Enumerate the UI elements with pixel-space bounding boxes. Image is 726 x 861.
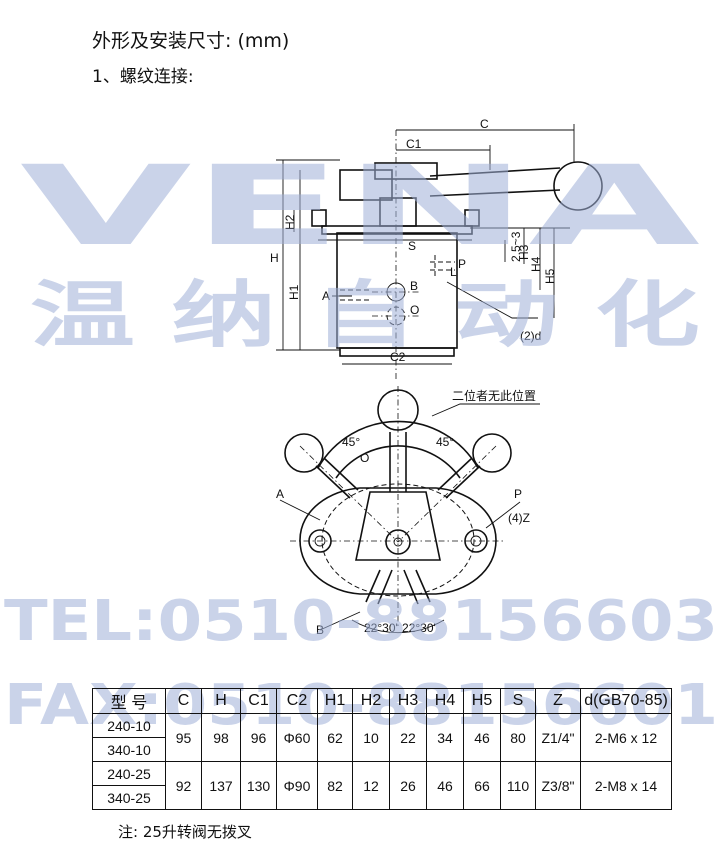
table-row: 240-10 95 98 96 Φ60 62 10 22 34 46 80 Z1… bbox=[92, 713, 672, 762]
label-range: 2.5~3 bbox=[509, 231, 523, 262]
watermark: VENA 温 纳 自 动 化 TEL:0510-88156603 FAX:051… bbox=[4, 142, 718, 738]
label-angle-left: 45° bbox=[342, 435, 360, 449]
header-s: S bbox=[500, 688, 536, 714]
label-h2: H2 bbox=[283, 214, 297, 230]
label-a: A bbox=[322, 289, 330, 303]
page-title: 外形及安装尺寸: (mm) bbox=[92, 30, 290, 52]
label-angle-br: 22°30' bbox=[402, 621, 436, 635]
side-view: C C1 H H1 H2 S C2 2.5~3 H3 H4 H5 L P A B… bbox=[270, 117, 603, 382]
label-callout: 二位者无此位置 bbox=[452, 388, 536, 403]
leader-b-top bbox=[319, 611, 361, 631]
label-h1: H1 bbox=[287, 284, 301, 300]
table-row: 240-25 92 137 130 Φ90 82 12 26 46 66 110… bbox=[92, 761, 672, 810]
watermark-brand: VENA bbox=[20, 142, 700, 270]
header-h4: H4 bbox=[426, 688, 464, 714]
leader-d bbox=[446, 281, 538, 319]
watermark-tel: TEL:0510-88156603 bbox=[4, 589, 718, 654]
label-h3: H3 bbox=[517, 244, 531, 260]
header-model: 型 号 bbox=[92, 688, 166, 714]
header-h1: H1 bbox=[317, 688, 353, 714]
model-cell: 240-25 bbox=[92, 761, 166, 786]
leader-callout bbox=[431, 403, 540, 417]
dim-c-line bbox=[396, 124, 575, 162]
label-angle-bl: 22°30' bbox=[364, 621, 398, 635]
dim-c1-line bbox=[396, 145, 491, 170]
bottom-handles bbox=[365, 569, 431, 605]
model-cell: 340-10 bbox=[92, 737, 166, 762]
model-cell: 340-25 bbox=[92, 785, 166, 810]
handle-arm bbox=[429, 167, 561, 197]
table-row: 340-10 bbox=[92, 737, 672, 762]
table-row: 340-25 bbox=[92, 785, 672, 810]
mount-hole-right bbox=[464, 529, 488, 553]
handle-knob bbox=[553, 161, 603, 211]
leader-a-top bbox=[279, 499, 321, 521]
handle-knob-right bbox=[472, 433, 512, 473]
lever-body bbox=[355, 491, 441, 561]
label-d: (2)d bbox=[520, 329, 541, 343]
label-a-top: A bbox=[276, 487, 284, 501]
label-b-top: B bbox=[316, 623, 324, 637]
label-h: H bbox=[270, 251, 279, 265]
dim-h-line bbox=[276, 159, 340, 351]
label-c2: C2 bbox=[390, 350, 406, 364]
label-c1: C1 bbox=[406, 137, 422, 151]
flange-body bbox=[299, 487, 497, 595]
label-o: O bbox=[410, 303, 419, 317]
leader-z bbox=[485, 501, 521, 529]
bolt-left bbox=[311, 209, 327, 227]
bolt-right bbox=[464, 209, 480, 227]
handle-knob-left bbox=[284, 433, 324, 473]
spec-table: 型 号 C H C1 C2 H1 H2 H3 H4 H5 S Z d(GB70-… bbox=[92, 688, 672, 810]
label-b: B bbox=[410, 279, 418, 293]
header-h5: H5 bbox=[463, 688, 501, 714]
header-d: d(GB70-85) bbox=[580, 688, 672, 714]
fork bbox=[339, 169, 393, 201]
label-p: P bbox=[458, 257, 466, 271]
header-h2: H2 bbox=[352, 688, 390, 714]
label-z-top: (4)Z bbox=[508, 511, 530, 525]
label-angle-right: 45° bbox=[436, 435, 454, 449]
header-c2: C2 bbox=[276, 688, 318, 714]
header-c1: C1 bbox=[240, 688, 277, 714]
label-c: C bbox=[480, 117, 489, 131]
handle-hub bbox=[374, 162, 438, 180]
header-z: Z bbox=[535, 688, 581, 714]
stem-cover bbox=[379, 197, 417, 227]
table-header-row: 型 号 C H C1 C2 H1 H2 H3 H4 H5 S Z d(GB70-… bbox=[92, 688, 672, 714]
watermark-company: 温 纳 自 动 化 bbox=[30, 273, 700, 357]
top-view: 二位者无此位置 45° 45° O A P (4)Z B 22°30' 22°3… bbox=[276, 386, 540, 637]
body-base bbox=[339, 347, 455, 357]
guide-arc bbox=[317, 420, 479, 469]
model-cell: 240-10 bbox=[92, 713, 166, 738]
header-h3: H3 bbox=[389, 688, 427, 714]
label-h5: H5 bbox=[543, 268, 557, 284]
label-p-top: P bbox=[514, 487, 522, 501]
header-h: H bbox=[201, 688, 241, 714]
label-h4: H4 bbox=[529, 256, 543, 272]
header-c: C bbox=[165, 688, 202, 714]
footnote: 注: 25升转阀无拨叉 bbox=[118, 823, 252, 841]
section-subtitle: 1、螺纹连接: bbox=[92, 67, 194, 87]
dim-h345-lines bbox=[470, 227, 570, 318]
label-o-top: O bbox=[360, 451, 369, 465]
label-l: L bbox=[450, 265, 457, 279]
label-s: S bbox=[408, 239, 416, 253]
